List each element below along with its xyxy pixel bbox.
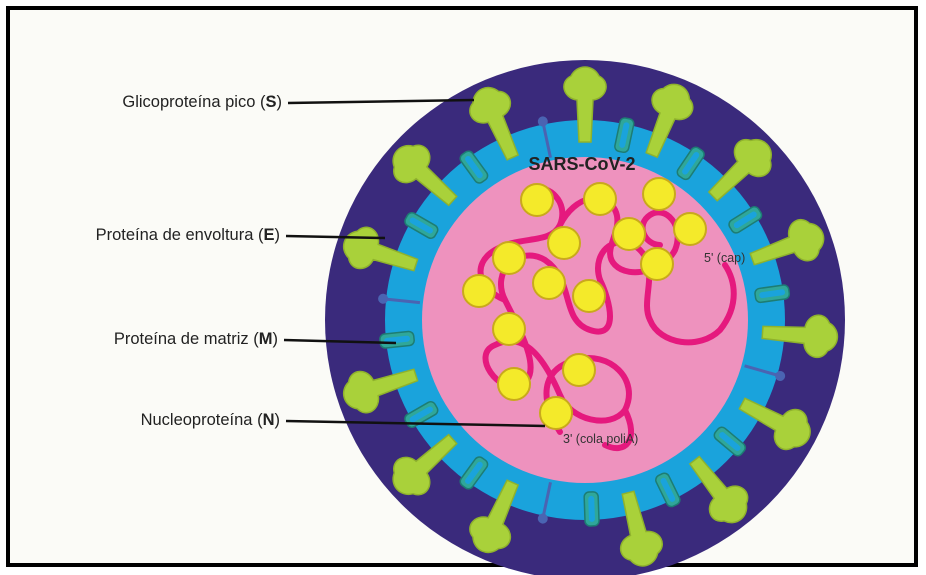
nucleo-label-abbr: N <box>263 411 275 429</box>
nucleoprotein <box>540 397 572 429</box>
nucleoprotein <box>521 184 553 216</box>
matrix-protein <box>379 331 414 348</box>
matrix-protein <box>584 492 599 526</box>
nucleoprotein <box>493 313 525 345</box>
nucleoprotein <box>533 267 565 299</box>
five-prime-label: 5' (cap) <box>704 251 745 265</box>
matrix-label-text: Proteína de matriz <box>114 330 249 348</box>
three-prime-label: 3' (cola poliA) <box>563 432 638 446</box>
nucleoprotein <box>584 183 616 215</box>
matrix-label: Proteína de matriz (M) <box>114 330 278 349</box>
nucleo-label: Nucleoproteína (N) <box>141 411 280 430</box>
envelope-label-abbr: E <box>263 226 274 244</box>
nucleoprotein <box>674 213 706 245</box>
envelope-label-text: Proteína de envoltura <box>96 226 254 244</box>
matrix-label-abbr: M <box>259 330 273 348</box>
envelope-label: Proteína de envoltura (E) <box>96 226 280 245</box>
nucleoprotein <box>493 242 525 274</box>
nucleo-label-text: Nucleoproteína <box>141 411 253 429</box>
spike-label-abbr: S <box>265 93 276 111</box>
nucleoprotein <box>463 275 495 307</box>
spike-label: Glicoproteína pico (S) <box>122 93 282 112</box>
nucleoprotein <box>563 354 595 386</box>
spike-label-text: Glicoproteína pico <box>122 93 255 111</box>
virus-title: SARS-CoV-2 <box>528 154 635 174</box>
nucleoprotein <box>641 248 673 280</box>
nucleoprotein <box>498 368 530 400</box>
nucleoprotein <box>613 218 645 250</box>
matrix-protein-core <box>588 496 595 522</box>
nucleoprotein <box>548 227 580 259</box>
nucleoprotein <box>643 178 675 210</box>
nucleoprotein <box>573 280 605 312</box>
